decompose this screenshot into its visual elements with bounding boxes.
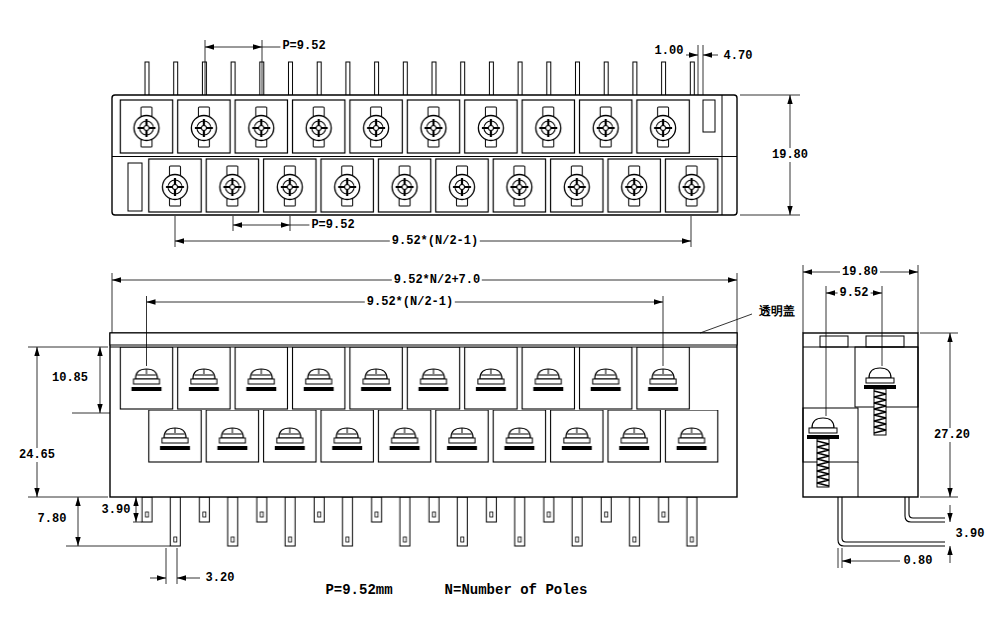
note-text: N=Number of Poles — [443, 582, 590, 598]
dimension-text: 27.20 — [932, 428, 972, 442]
dimension-text: 10.85 — [50, 371, 90, 385]
front-view — [110, 333, 737, 547]
note-text: P=9.52mm — [323, 582, 394, 598]
dimension-text: 9.52*N/2+7.0 — [392, 273, 482, 287]
dimension-text: P=9.52 — [280, 39, 327, 53]
dimension-text: 7.80 — [36, 512, 69, 526]
dimension-text: 19.80 — [840, 265, 880, 279]
dimension-text: 3.90 — [954, 527, 987, 541]
dimension-text: 24.65 — [17, 448, 57, 462]
dimension-text: 3.90 — [100, 503, 133, 517]
top-view — [112, 60, 737, 215]
dimension-text: 0.80 — [902, 554, 935, 568]
dimension-text: 1.00 — [653, 44, 686, 58]
dimension-text: 4.70 — [722, 49, 755, 63]
part-label: 透明盖 — [757, 304, 797, 318]
dimension-text: 9.52*(N/2-1) — [365, 295, 455, 309]
dimension-lines — [28, 40, 958, 584]
side-view — [803, 333, 945, 546]
dimension-text: 19.80 — [770, 148, 810, 162]
dimension-text: 9.52*(N/2-1) — [390, 234, 480, 248]
dimension-text: 9.52 — [838, 286, 871, 300]
dimension-text: P=9.52 — [309, 218, 356, 232]
dimension-text: 3.20 — [204, 571, 237, 585]
